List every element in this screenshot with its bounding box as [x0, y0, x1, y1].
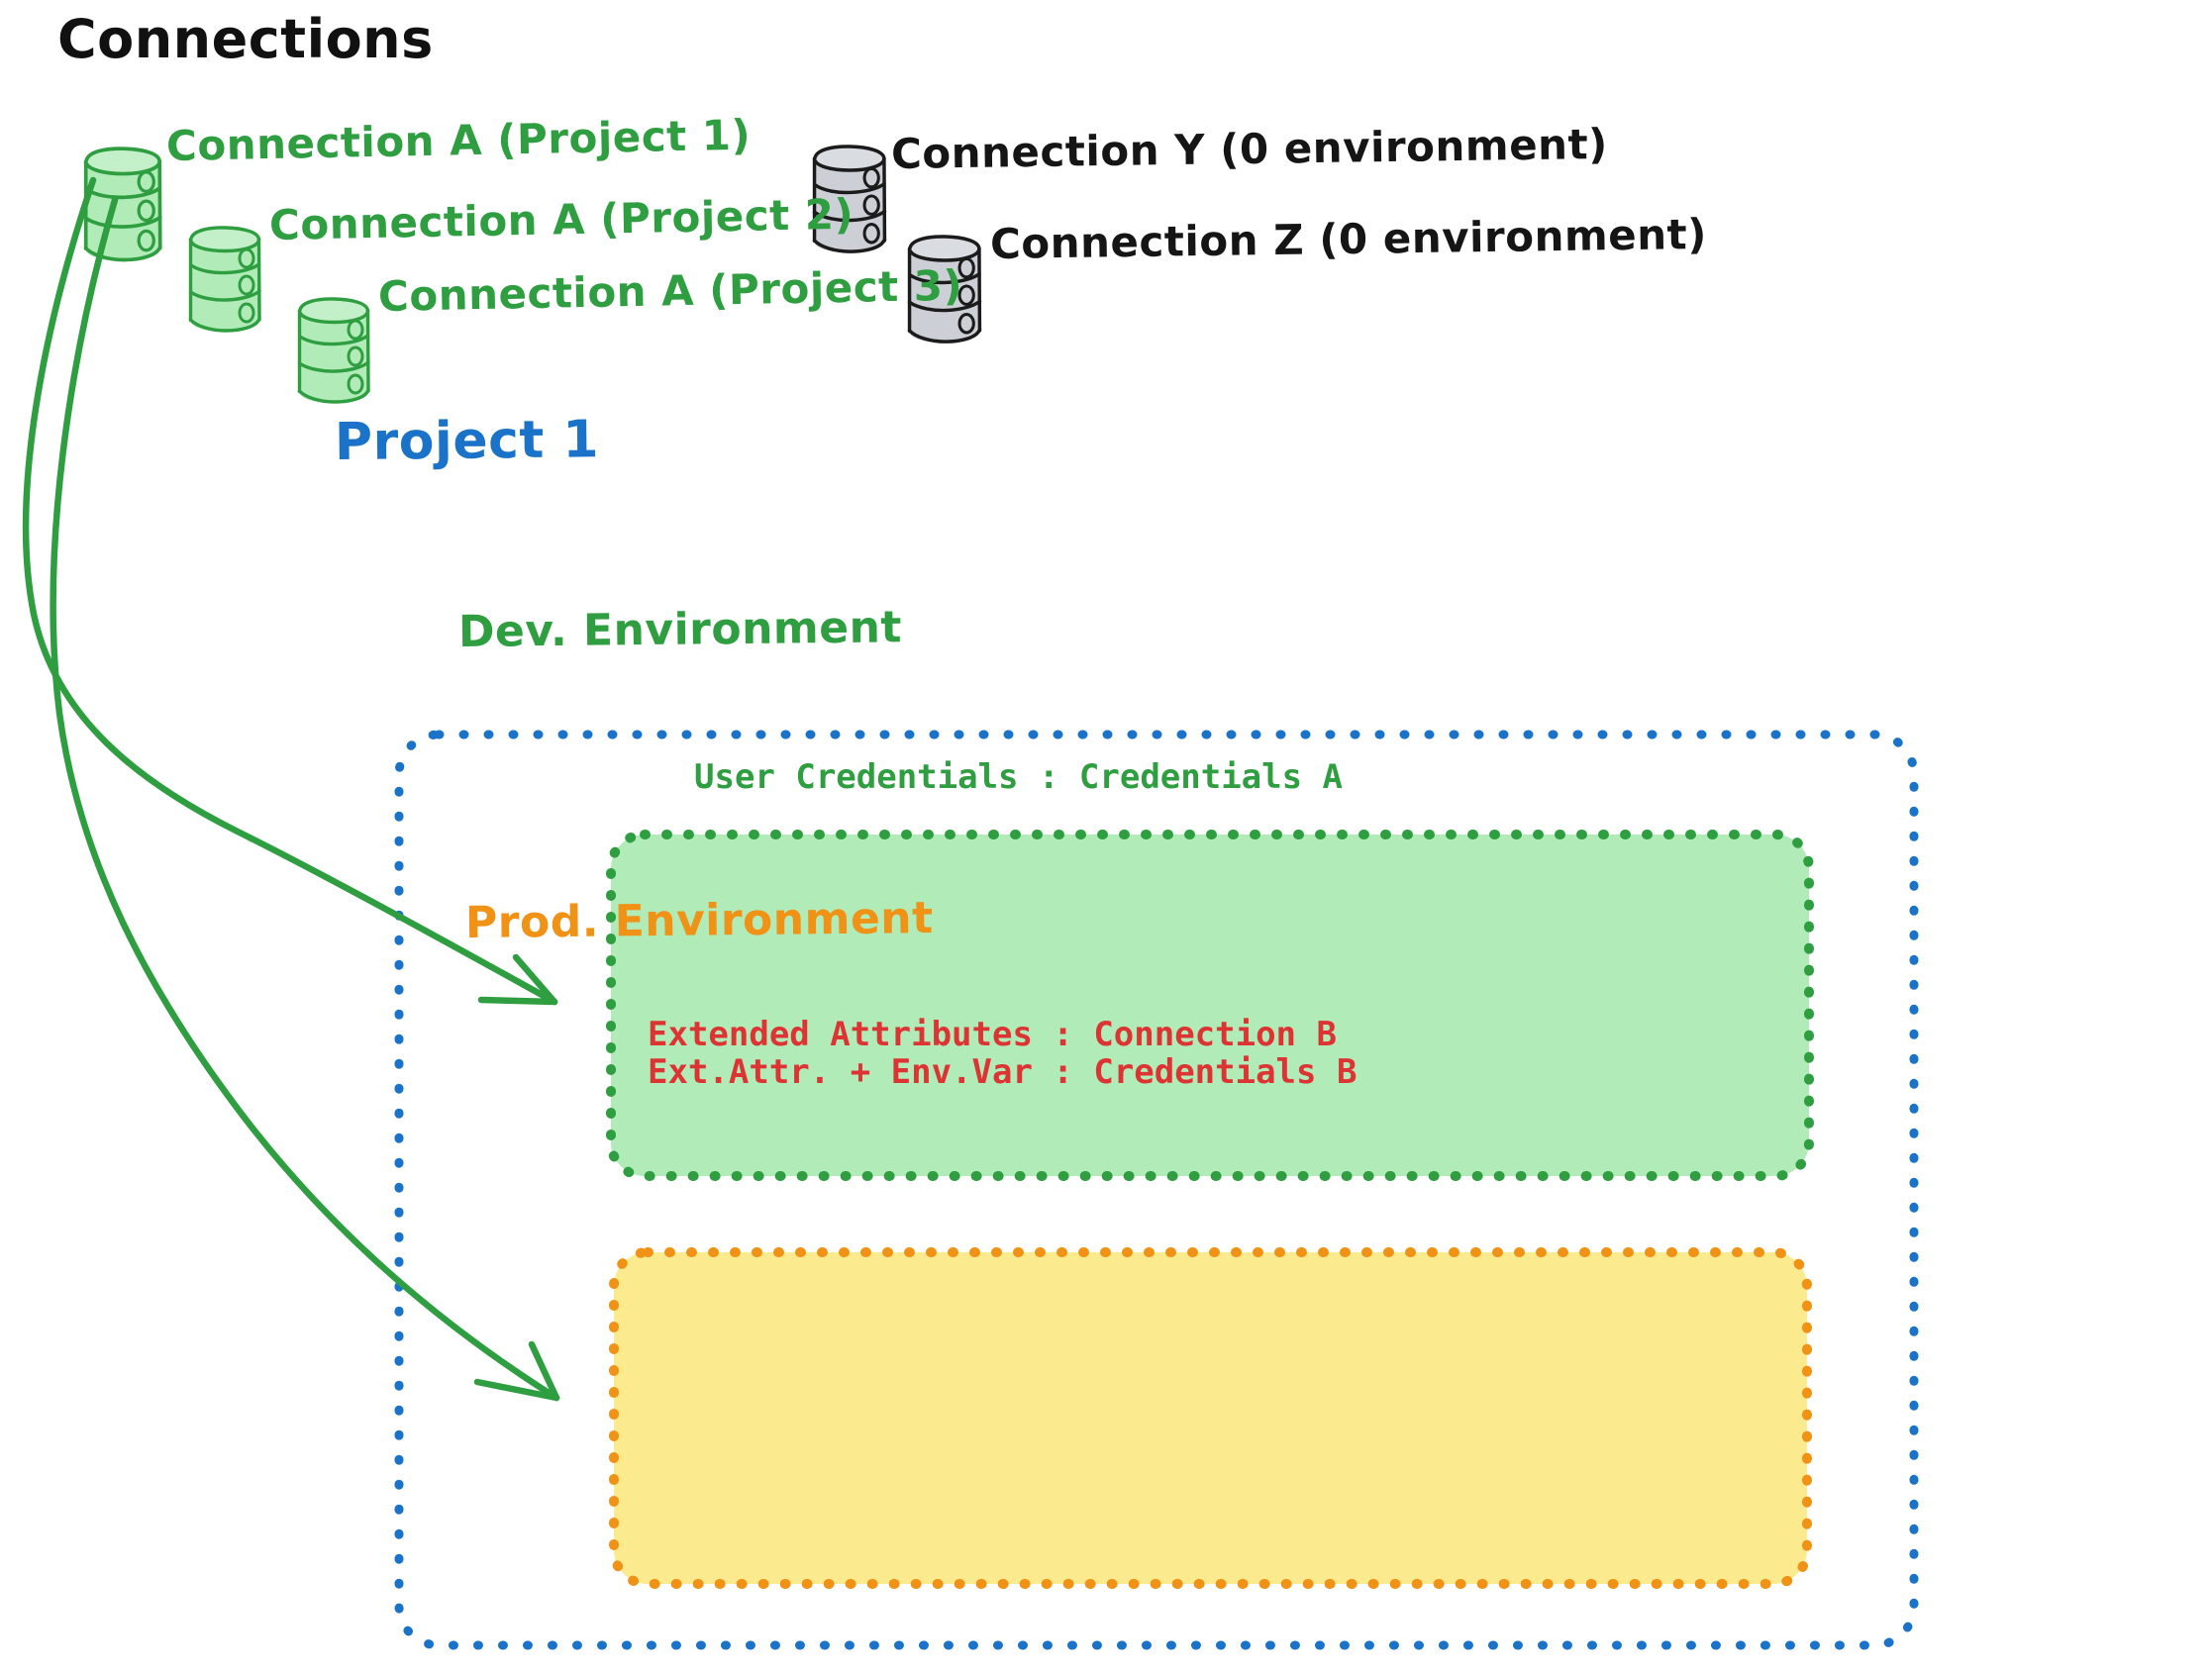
arrow-connection-a-to-prod [50, 196, 560, 1402]
dev-environment-title: Dev. Environment [457, 602, 903, 657]
database-icon-connection-a-project-3 [297, 297, 370, 405]
project-title: Project 1 [334, 410, 600, 472]
page-title: Connections [57, 8, 434, 70]
connection-label-y: Connection Y (0 environment) [890, 119, 1609, 178]
prod-environment-box [609, 1247, 1812, 1589]
database-icon-connection-a-project-2 [188, 226, 261, 334]
database-icon-connection-a-project-1 [83, 147, 162, 263]
prod-environment-title: Prod. Environment [464, 893, 934, 948]
dev-environment-row-user-credentials: User Credentials : Credentials A [694, 757, 1344, 797]
connection-label-z: Connection Z (0 environment) [989, 209, 1708, 268]
arrow-connection-a-to-dev [22, 176, 558, 1006]
prod-environment-row-ext-attr-env-var: Ext.Attr. + Env.Var : Credentials B [648, 1052, 1357, 1092]
prod-environment-row-extended-attributes: Extended Attributes : Connection B [648, 1015, 1337, 1054]
dev-environment-box [606, 830, 1814, 1181]
project-1-container [394, 730, 1919, 1650]
